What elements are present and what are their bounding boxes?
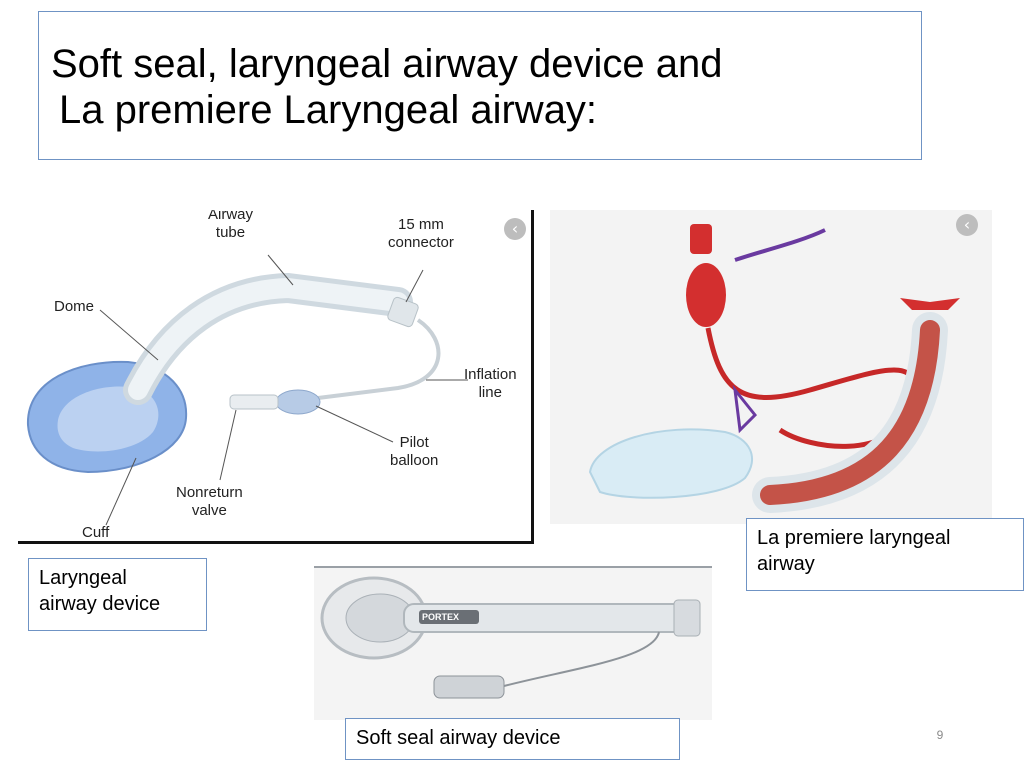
la-premiere-airway-photo: ‹ [550,210,992,524]
soft-seal-illustration [320,576,701,699]
slide-title-line-1: Soft seal, laryngeal airway device and [51,42,723,86]
caption-laryngeal-airway-device: Laryngeal airway device [28,558,207,631]
label-inflation-line: Inflation line [464,366,517,401]
label-airway-tube: Airway tube [208,210,254,241]
caption-la-premiere-airway: La premiere laryngeal airway [746,518,1024,591]
slide-number: 9 [936,728,944,742]
chevron-left-icon[interactable]: ‹ [504,218,526,240]
label-15mm-connector: 15 mm connector [388,216,454,251]
label-pilot-balloon: Pilot balloon [390,434,439,469]
laryngeal-airway-diagram: Airway tube 15 mm connector Dome Inflati… [18,210,534,544]
label-dome: Dome [54,298,95,315]
label-nonreturn-valve: Nonreturn valve [176,484,243,519]
laryngeal-airway-illustration [26,254,468,526]
slide-title-line-2: La premiere Laryngeal airway: [59,88,598,132]
diagram-frame-right [531,210,534,544]
brand-label: PORTEX [422,612,460,622]
soft-seal-airway-photo: PORTEX [314,566,712,720]
chevron-left-icon[interactable]: ‹ [956,214,978,236]
slide-title-box: Soft seal, laryngeal airway device and L… [38,11,922,160]
caption-soft-seal-airway: Soft seal airway device [345,718,680,760]
diagram-frame-bottom [18,541,534,544]
label-cuff: Cuff [82,524,110,541]
la-premiere-illustration [588,224,960,513]
